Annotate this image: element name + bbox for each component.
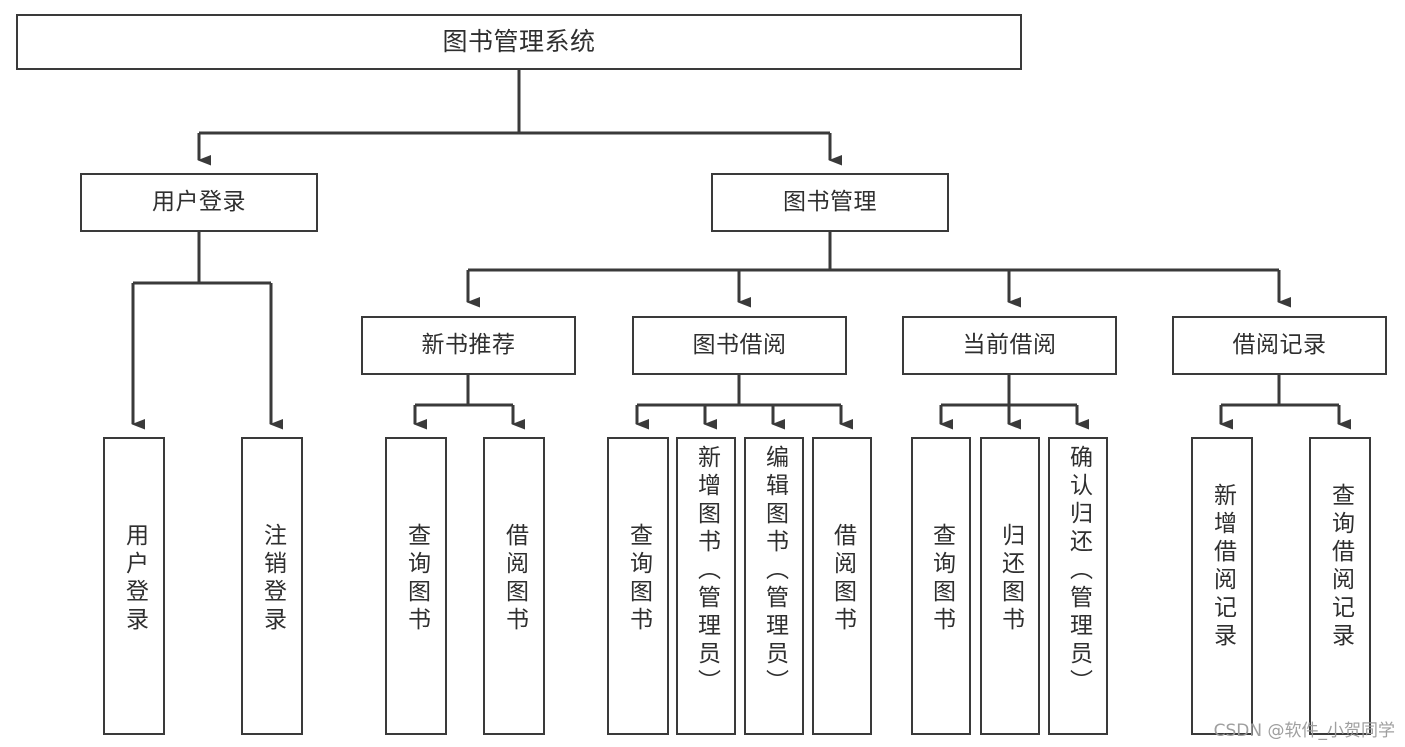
node-label: 新增借阅记录 (1209, 483, 1236, 651)
node-label: 新增图书（管理员） (693, 445, 720, 697)
leaf-book-borrow-add[interactable]: 新增图书（管理员） (676, 437, 736, 735)
leaf-book-borrow-borrow[interactable]: 借阅图书 (812, 437, 872, 735)
leaf-current-borrow-return[interactable]: 归还图书 (980, 437, 1040, 735)
node-book-management[interactable]: 图书管理 (711, 173, 949, 232)
node-label: 借阅图书 (501, 523, 528, 635)
leaf-new-book-borrow[interactable]: 借阅图书 (483, 437, 545, 735)
leaf-new-book-query[interactable]: 查询图书 (385, 437, 447, 735)
node-label: 借阅记录 (1232, 332, 1327, 359)
node-label: 图书管理 (783, 189, 877, 216)
node-label: 当前借阅 (962, 332, 1057, 359)
leaf-current-borrow-query[interactable]: 查询图书 (911, 437, 971, 735)
node-label: 新书推荐 (421, 332, 516, 359)
node-book-borrow[interactable]: 图书借阅 (632, 316, 847, 375)
leaf-book-borrow-edit[interactable]: 编辑图书（管理员） (744, 437, 804, 735)
node-label: 用户登录 (121, 523, 148, 635)
node-new-book-recommendation[interactable]: 新书推荐 (361, 316, 576, 375)
leaf-book-borrow-query[interactable]: 查询图书 (607, 437, 669, 735)
leaf-borrow-record-add[interactable]: 新增借阅记录 (1191, 437, 1253, 735)
node-label: 查询图书 (403, 523, 430, 635)
node-label: 借阅图书 (829, 523, 856, 635)
node-label: 用户登录 (152, 189, 246, 216)
node-root-system[interactable]: 图书管理系统 (16, 14, 1022, 70)
node-borrow-record[interactable]: 借阅记录 (1172, 316, 1387, 375)
node-user-login[interactable]: 用户登录 (80, 173, 318, 232)
leaf-user-login-login[interactable]: 用户登录 (103, 437, 165, 735)
node-label: 图书管理系统 (442, 26, 596, 56)
leaf-borrow-record-query[interactable]: 查询借阅记录 (1309, 437, 1371, 735)
node-label: 图书借阅 (692, 332, 787, 359)
node-label: 编辑图书（管理员） (761, 445, 788, 697)
leaf-user-login-logout[interactable]: 注销登录 (241, 437, 303, 735)
node-label: 注销登录 (259, 523, 286, 635)
node-current-borrow[interactable]: 当前借阅 (902, 316, 1117, 375)
node-label: 查询图书 (625, 523, 652, 635)
node-label: 确认归还（管理员） (1065, 445, 1092, 697)
node-label: 归还图书 (997, 523, 1024, 635)
node-label: 查询图书 (928, 523, 955, 635)
leaf-current-borrow-confirm-return[interactable]: 确认归还（管理员） (1048, 437, 1108, 735)
node-label: 查询借阅记录 (1327, 483, 1354, 651)
